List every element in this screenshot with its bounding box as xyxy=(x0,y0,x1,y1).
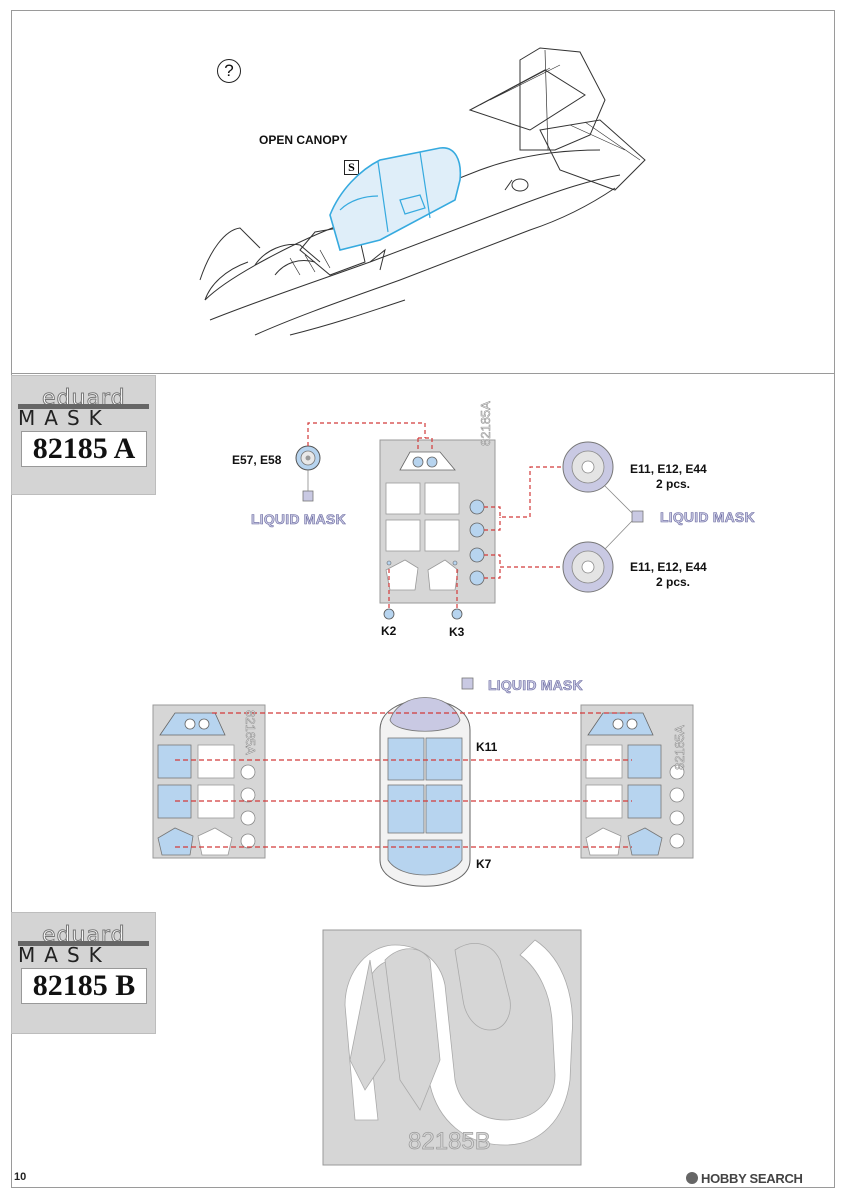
label-e11-top-qty: 2 pcs. xyxy=(656,477,691,491)
label-e11-top: E11, E12, E44 xyxy=(630,462,707,476)
hobby-search-logo-icon xyxy=(686,1172,698,1184)
page-number: 10 xyxy=(14,1171,27,1183)
watermark-text: HOBBY SEARCH xyxy=(701,1171,803,1186)
optional-step-icon: ? xyxy=(217,59,241,83)
label-k11: K11 xyxy=(476,740,498,754)
label-e57-e58: E57, E58 xyxy=(232,453,282,467)
badge-82185b: eduard MASK 82185 B xyxy=(11,912,156,1034)
mask-sheet-a xyxy=(379,439,496,604)
liquid-mask-label-left: LIQUID MASK xyxy=(251,511,346,528)
badge-product: MASK xyxy=(18,943,111,967)
badge-bar xyxy=(18,404,149,409)
liquid-mask-label-canopy: LIQUID MASK xyxy=(488,677,583,694)
badge-82185a: eduard MASK 82185 A xyxy=(11,375,156,495)
badge-code: 82185 B xyxy=(21,968,147,1004)
liquid-mask-label-right: LIQUID MASK xyxy=(660,509,755,526)
sheet-b-code: 82185B xyxy=(408,1128,491,1156)
badge-code: 82185 A xyxy=(21,431,147,467)
sheet-a-code: 82185A xyxy=(478,401,494,446)
label-k7: K7 xyxy=(476,857,492,871)
label-e11-bottom: E11, E12, E44 xyxy=(630,560,707,574)
badge-bar xyxy=(18,941,149,946)
watermark: HOBBY SEARCH xyxy=(686,1171,803,1186)
label-k2: K2 xyxy=(381,624,397,638)
open-canopy-caption: OPEN CANOPY xyxy=(259,133,348,147)
left-sheet-code: 82185A xyxy=(243,710,259,755)
symbol-s-box: S xyxy=(344,160,359,175)
right-sheet-code: 82185A xyxy=(672,725,688,770)
page-frame xyxy=(11,10,835,1188)
section-divider xyxy=(11,373,835,374)
label-k3: K3 xyxy=(449,625,465,639)
badge-product: MASK xyxy=(18,406,111,430)
label-e11-bottom-qty: 2 pcs. xyxy=(656,575,691,589)
